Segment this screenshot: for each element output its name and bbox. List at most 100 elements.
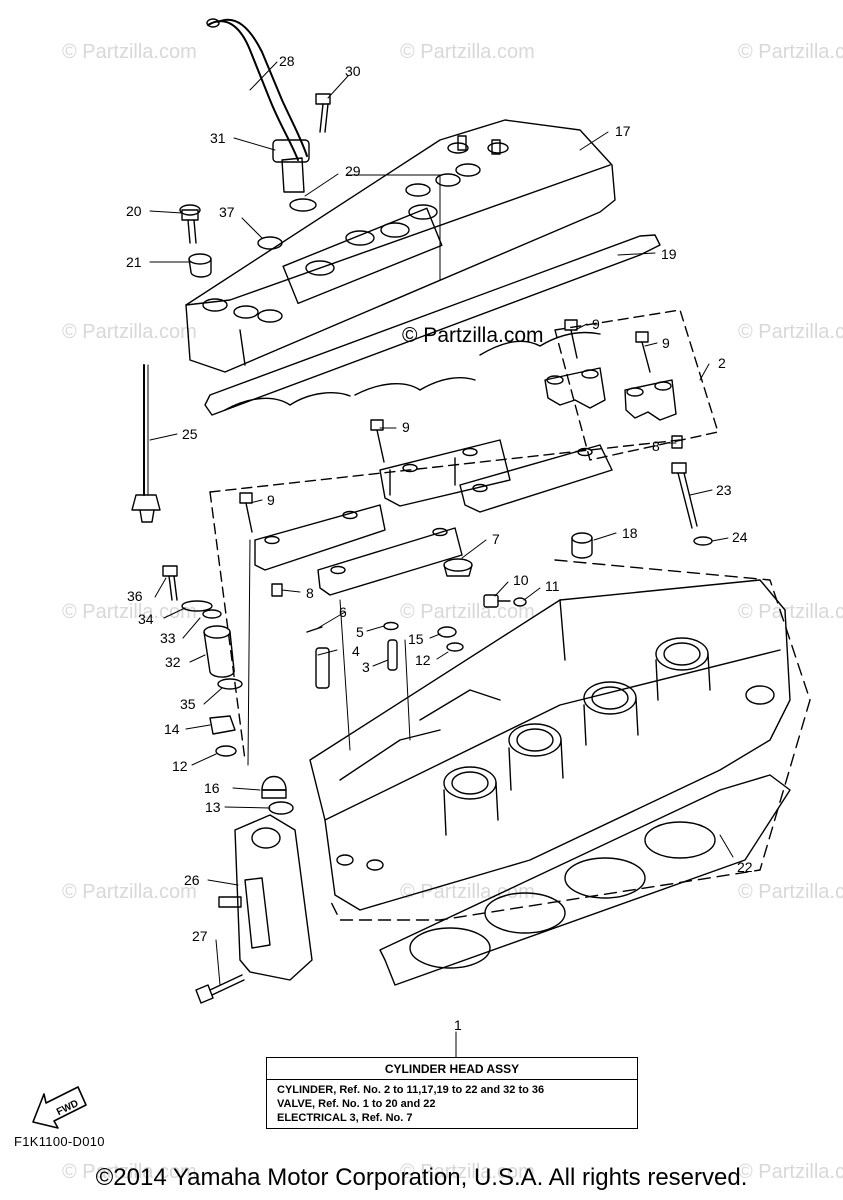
cylinder-head (309, 579, 791, 911)
callout-number: 31 (210, 130, 226, 146)
watermark: © Partzilla.com (738, 1161, 843, 1183)
callout-number: 10 (513, 572, 529, 588)
callout-number: 15 (408, 631, 424, 647)
callout-number: 25 (182, 426, 198, 442)
callout-number: 26 (184, 872, 200, 888)
legend-divider (267, 1079, 637, 1080)
o-ring (289, 198, 317, 212)
legend-title: CYLINDER HEAD ASSY (384, 1062, 520, 1076)
legend-line: CYLINDER, Ref. No. 2 to 11,17,19 to 22 a… (277, 1084, 545, 1096)
watermark: © Partzilla.com (738, 41, 843, 63)
callout-number: 18 (622, 525, 638, 541)
callout-number: 9 (662, 335, 670, 351)
callout-number: 29 (345, 163, 361, 179)
callout-number: 4 (352, 643, 360, 659)
cylinder-head-gasket (379, 774, 791, 986)
callout-number: 11 (545, 578, 560, 594)
valve-cotter (306, 626, 323, 633)
callout-number: 16 (204, 780, 220, 796)
diagram-code: F1K1100-D010 (14, 1134, 105, 1149)
watermark: © Partzilla.com (62, 41, 197, 63)
watermark: © Partzilla.com (738, 321, 843, 343)
cap-bolt (564, 319, 578, 359)
breather-hose (206, 18, 310, 193)
washer (446, 642, 464, 652)
bracket-bolt (195, 974, 245, 1004)
camshaft-cap (317, 527, 463, 596)
callout-number: 32 (165, 654, 181, 670)
callout-number: 1 (454, 1017, 462, 1033)
fwd-arrow-icon (32, 1086, 87, 1129)
washer (215, 745, 237, 757)
leader-lines (149, 61, 734, 1058)
callout-number: 12 (172, 758, 188, 774)
camshaft-cap (459, 444, 613, 513)
callout-number: 22 (737, 859, 753, 875)
callout-number: 36 (127, 588, 143, 604)
watermark: © Partzilla.com (62, 321, 197, 343)
callout-number: 2 (718, 355, 726, 371)
washer (202, 609, 222, 619)
callout-number: 9 (267, 492, 275, 508)
sensor (443, 558, 473, 577)
callout-number: 9 (592, 316, 600, 332)
watermark-layer: © Partzilla.com © Partzilla.com © Partzi… (62, 41, 843, 1183)
legend-line: ELECTRICAL 3, Ref. No. 7 (277, 1112, 413, 1124)
cap-bolt (370, 419, 385, 463)
camshaft-cap (379, 439, 511, 507)
grommet (257, 236, 283, 250)
camshaft-cap (624, 379, 677, 421)
callout-number: 33 (160, 630, 176, 646)
callout-number: 13 (205, 799, 221, 815)
callout-number: 20 (126, 203, 142, 219)
valve-shim (383, 621, 399, 631)
valve-guide (315, 647, 330, 689)
watermark: © Partzilla.com (62, 1161, 197, 1183)
watermark: © Partzilla.com (400, 41, 535, 63)
sleeve (203, 625, 235, 678)
cover-grommet (188, 253, 212, 278)
center-watermark: © Partzilla.com (402, 324, 544, 347)
long-bolt (671, 462, 698, 529)
cap-nut (261, 775, 287, 799)
callout-number: 12 (415, 652, 431, 668)
cam-cap-outline (209, 491, 246, 761)
valve (387, 639, 398, 671)
cylinder-head-cover (185, 119, 616, 373)
callout-number: 28 (279, 53, 295, 69)
dowel-pin (671, 435, 683, 449)
plug (437, 626, 457, 638)
cap-bolt (635, 331, 651, 373)
callout-number: 24 (732, 529, 748, 545)
watermark: © Partzilla.com (400, 601, 535, 623)
callout-number: 3 (362, 659, 370, 675)
watermark: © Partzilla.com (738, 601, 843, 623)
copyright-notice: ©2014 Yamaha Motor Corporation, U.S.A. A… (95, 1164, 748, 1191)
cap-bolt (239, 492, 253, 533)
cover-bolt (179, 204, 201, 244)
o-ring (217, 678, 243, 690)
callout-number: 17 (615, 123, 631, 139)
callout-number: 6 (339, 604, 347, 620)
callout-number: 19 (661, 246, 677, 262)
camshaft-cap (254, 504, 386, 571)
washer (181, 600, 213, 612)
legend-line: VALVE, Ref. No. 1 to 20 and 22 (277, 1098, 436, 1110)
callout-number: 8 (652, 438, 660, 454)
callout-number: 7 (492, 531, 500, 547)
dowel-pin (271, 583, 283, 597)
callout-layer: 1 2 3 4 5 6 7 8 8 9 9 9 9 9 10 11 12 12 … (126, 53, 753, 1033)
cylinder-head-outline (329, 559, 811, 921)
bracket (218, 814, 313, 981)
camshaft-cap (544, 367, 606, 409)
callout-number: 21 (126, 254, 142, 270)
callout-number: 14 (164, 721, 180, 737)
callout-number: 9 (402, 419, 410, 435)
cable-tie (131, 364, 161, 523)
callout-number: 35 (180, 696, 196, 712)
callout-number: 23 (716, 482, 732, 498)
plug (571, 532, 593, 559)
callout-number: 34 (138, 611, 154, 627)
watermark: © Partzilla.com (62, 881, 197, 903)
